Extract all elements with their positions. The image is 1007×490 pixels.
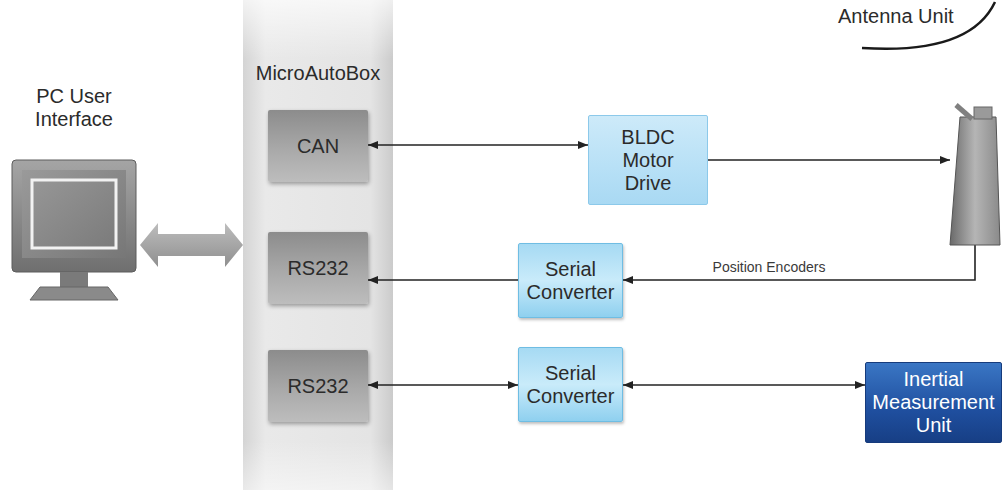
interface-box: RS232	[268, 350, 368, 422]
node-label: Antenna Unit	[838, 5, 954, 28]
node-label: Serial Converter	[526, 258, 616, 304]
signal-connector	[623, 384, 865, 386]
signal-connector	[708, 159, 950, 161]
signal-connector	[368, 144, 588, 146]
imu-box: Inertial Measurement Unit	[865, 362, 1002, 443]
signal-connector	[368, 384, 518, 386]
signal-connector	[623, 245, 975, 280]
node-label: RS232	[287, 375, 348, 398]
panel-ground	[243, 0, 393, 490]
monitor-icon	[12, 160, 136, 300]
connector-label: Position Encoders	[710, 259, 829, 276]
antenna-cap	[974, 107, 992, 119]
data-link-arrow	[140, 223, 243, 267]
antenna-body	[950, 117, 1000, 245]
antenna-shape	[950, 105, 1000, 245]
signal-connector	[368, 279, 518, 281]
node-label: CAN	[297, 135, 339, 158]
node-label: RS232	[287, 257, 348, 280]
controller-panel: MicroAutoBoxCANRS232RS232	[243, 0, 393, 490]
node-label: BLDC Motor Drive	[608, 126, 688, 195]
node-label: Serial Converter	[526, 362, 616, 408]
interface-box: CAN	[268, 110, 368, 182]
node-label: PC User Interface	[0, 85, 148, 131]
converter-box: Serial Converter	[518, 243, 623, 318]
motor-drive-box: BLDC Motor Drive	[588, 115, 708, 205]
node-label: Inertial Measurement Unit	[871, 368, 996, 437]
antenna-dish	[956, 105, 972, 119]
interface-box: RS232	[268, 232, 368, 304]
pc-user-interface: PC User Interface	[8, 85, 140, 305]
panel-title: MicroAutoBox	[243, 62, 393, 85]
antenna-unit: Antenna Unit	[950, 105, 1000, 245]
converter-box: Serial Converter	[518, 347, 623, 422]
